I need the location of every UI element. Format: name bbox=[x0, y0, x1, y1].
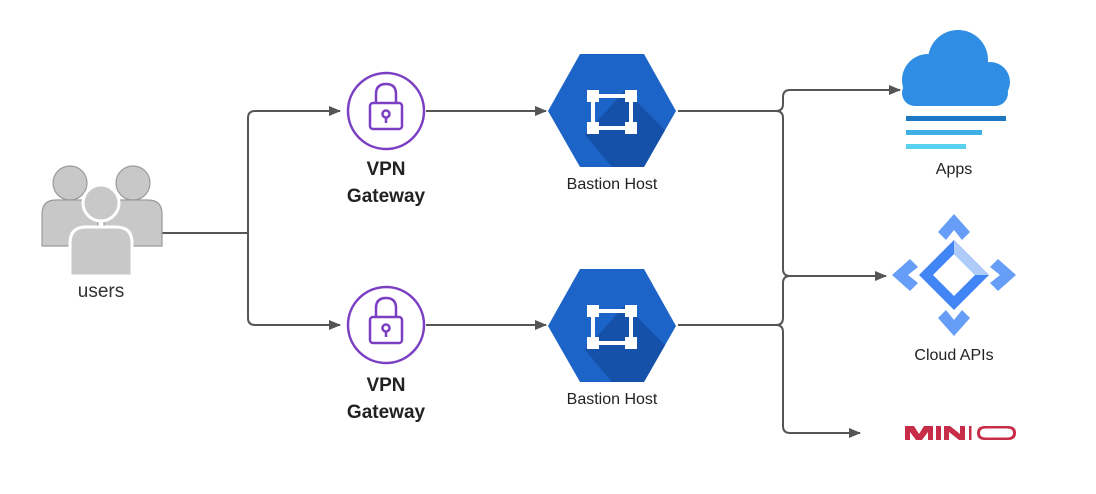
lock-icon bbox=[346, 285, 426, 365]
users-icon bbox=[41, 165, 163, 278]
users-label: users bbox=[78, 281, 124, 302]
connector-bastion-bottom-to-cloud-apis bbox=[678, 275, 791, 326]
connector-bastion-top-to-apps bbox=[678, 85, 901, 112]
connectors bbox=[160, 85, 901, 438]
bastion-host-label: Bastion Host bbox=[567, 176, 658, 193]
cloud-apis-node: Cloud APIs bbox=[892, 214, 1016, 364]
vpn-gateway-label-line2: Gateway bbox=[347, 186, 426, 207]
bastion-host-label: Bastion Host bbox=[567, 391, 658, 408]
bastion-host-top: Bastion Host bbox=[548, 54, 676, 193]
connector-bastion-bottom-to-minio bbox=[775, 324, 861, 438]
cloud-icon bbox=[902, 30, 1010, 149]
bastion-host-bottom: Bastion Host bbox=[548, 269, 676, 408]
connector-users-to-vpn-bottom bbox=[247, 233, 341, 330]
cloud-apis-label: Cloud APIs bbox=[914, 347, 993, 364]
vpn-gateway-bottom: VPN Gateway bbox=[346, 285, 426, 423]
vpn-gateway-top: VPN Gateway bbox=[346, 71, 426, 207]
vpn-gateway-label-line1: VPN bbox=[366, 159, 405, 180]
cloud-apis-icon bbox=[892, 214, 1016, 336]
lock-icon bbox=[346, 71, 426, 151]
bastion-host-icon bbox=[548, 54, 676, 167]
apps-label: Apps bbox=[936, 161, 972, 178]
minio-node bbox=[905, 426, 1016, 440]
users-node: users bbox=[41, 165, 163, 302]
minio-logo bbox=[905, 426, 1016, 440]
apps-node: Apps bbox=[902, 30, 1010, 178]
vpn-gateway-label-line2: Gateway bbox=[347, 402, 426, 423]
connector-users-to-vpn-top bbox=[247, 106, 341, 233]
bastion-host-icon bbox=[548, 269, 676, 382]
connector-bastion-top-to-cloud-apis bbox=[775, 110, 887, 281]
vpn-gateway-label-line1: VPN bbox=[366, 375, 405, 396]
